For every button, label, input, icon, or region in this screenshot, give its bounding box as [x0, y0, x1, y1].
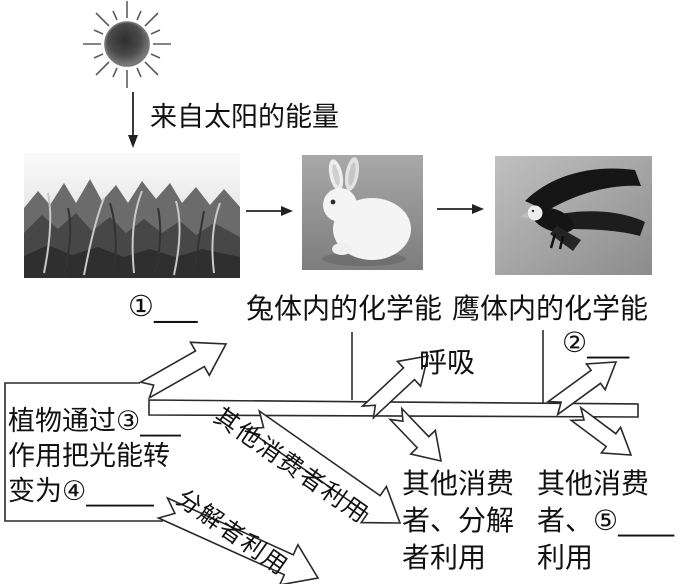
grass-image: [24, 153, 240, 278]
respiration-arrow: [360, 354, 430, 420]
plant-box-line3: 变为④_____: [8, 476, 154, 507]
rabbit-energy-label: 兔体内的化学能: [246, 292, 443, 325]
plant-energy-box: [4, 382, 163, 522]
plant-box-line2: 作用把光能转: [8, 441, 170, 472]
rabbit-losses-line2: 者、分解: [402, 504, 515, 537]
decomposers-arrow: [156, 496, 320, 584]
blank1-label: ①___: [128, 289, 198, 323]
rabbit-losses-line1: 其他消费: [402, 467, 515, 500]
eagle-losses-line3: 利用: [537, 541, 594, 574]
sun-energy-label: 来自太阳的能量: [150, 102, 339, 133]
sun-icon: [83, 1, 171, 88]
rabbit-losses-line3: 者利用: [402, 541, 487, 574]
chain-arrow-2: [437, 204, 484, 214]
blank2-arrow: [545, 361, 618, 417]
blank2-label: ②___: [562, 326, 630, 359]
respiration-label: 呼吸: [419, 346, 476, 379]
energy-band: [148, 399, 639, 418]
eagle-losses-block: 其他消费 者、⑤____ 利用: [537, 465, 674, 576]
plant-box-line1: 植物通过③___: [8, 406, 181, 437]
plant-box-text: 植物通过③___ 作用把光能转 变为④_____: [8, 404, 181, 509]
sun-energy-arrow: [128, 92, 138, 148]
eagle-energy-label: 鹰体内的化学能: [452, 292, 649, 325]
chain-arrow-1: [246, 206, 293, 216]
other-consumers-arrow: [244, 409, 402, 524]
rabbit-loss-arrow: [388, 406, 443, 463]
rabbit-losses-block: 其他消费 者、分解 者利用: [402, 465, 514, 576]
arrow-to-blank1: [138, 341, 228, 400]
eagle-loss-arrow: [568, 405, 633, 456]
eagle-losses-line1: 其他消费: [537, 467, 650, 500]
eagle-image: [495, 156, 652, 275]
eagle-losses-line2: 者、⑤____: [537, 504, 675, 537]
rabbit-image: [302, 155, 423, 270]
